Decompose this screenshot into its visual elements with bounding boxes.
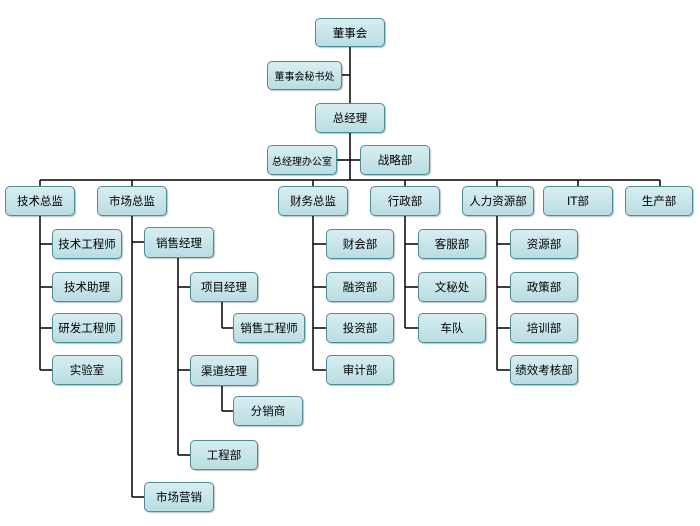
node-lab: 实验室 <box>52 355 122 385</box>
node-production: 生产部 <box>625 186 693 216</box>
node-admin: 行政部 <box>370 186 440 216</box>
node-sales-engineer: 销售工程师 <box>233 313 305 343</box>
node-secretariat: 文秘处 <box>418 272 486 302</box>
node-distributor: 分销商 <box>233 396 303 426</box>
node-board-secretary: 董事会秘书处 <box>267 61 342 90</box>
node-resources: 资源部 <box>510 229 578 259</box>
node-sales-manager: 销售经理 <box>144 227 214 258</box>
node-financing: 融资部 <box>326 272 394 302</box>
node-audit: 审计部 <box>326 355 394 385</box>
node-marketing: 市场营销 <box>144 482 214 512</box>
node-it: IT部 <box>543 186 613 216</box>
node-finance-director: 财务总监 <box>278 186 348 216</box>
node-gm-office: 总经理办公室 <box>267 145 337 175</box>
node-policy: 政策部 <box>510 272 578 302</box>
node-rd-engineer: 研发工程师 <box>52 313 122 343</box>
node-accounting: 财会部 <box>326 229 394 259</box>
node-board: 董事会 <box>315 18 385 47</box>
node-engineering: 工程部 <box>190 440 258 470</box>
node-strategy: 战略部 <box>360 145 430 175</box>
node-tech-assistant: 技术助理 <box>52 272 122 302</box>
node-tech-engineer: 技术工程师 <box>52 229 122 259</box>
node-tech-director: 技术总监 <box>5 186 75 216</box>
node-general-manager: 总经理 <box>315 103 385 133</box>
node-performance: 绩效考核部 <box>510 355 578 385</box>
node-market-director: 市场总监 <box>97 186 167 216</box>
node-hr: 人力资源部 <box>462 186 534 216</box>
node-customer-service: 客服部 <box>418 229 486 259</box>
node-training: 培训部 <box>510 313 578 343</box>
node-investment: 投资部 <box>326 313 394 343</box>
node-fleet: 车队 <box>418 313 486 343</box>
node-channel-manager: 渠道经理 <box>190 355 258 386</box>
node-project-manager: 项目经理 <box>190 272 258 302</box>
